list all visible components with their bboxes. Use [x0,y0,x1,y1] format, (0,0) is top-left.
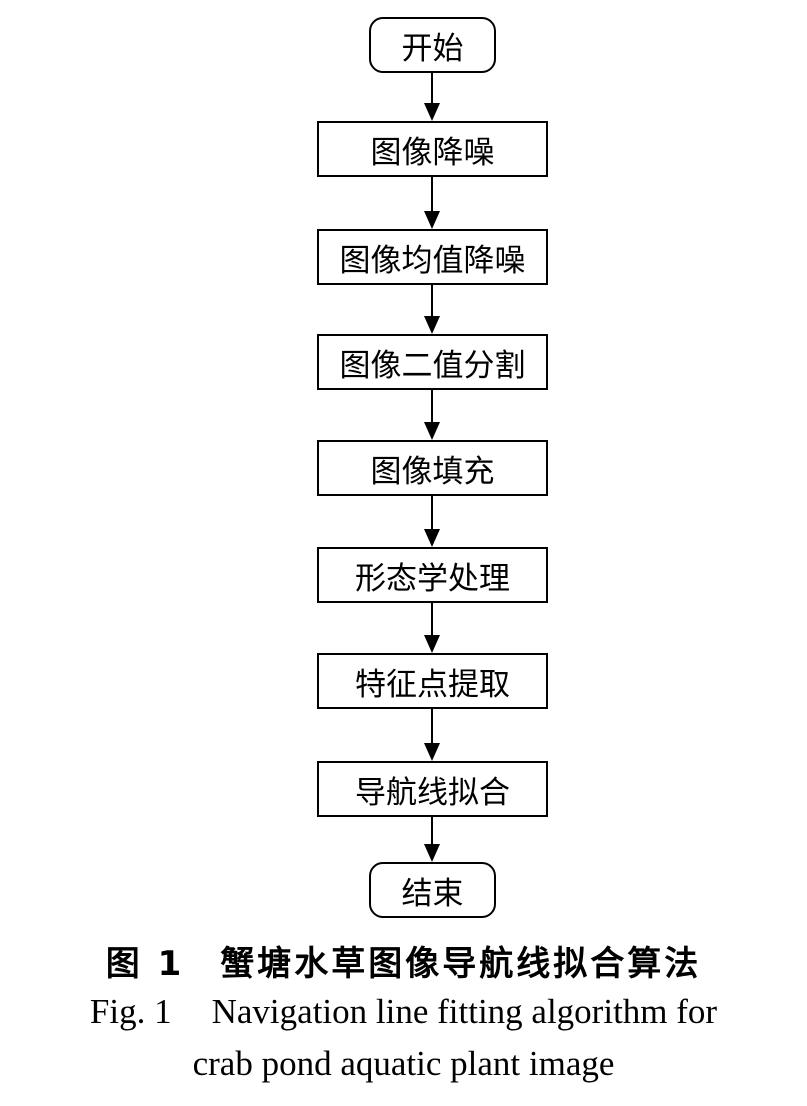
flow-node-image-fill: 图像填充 [317,440,548,496]
figure-title-en-line1: Navigation line fitting algorithm for [211,992,718,1031]
flow-arrowhead-step7-to-end [424,844,440,862]
figure-caption-chinese: 图 1 蟹塘水草图像导航线拟合算法 [0,936,807,985]
flow-arrow-start-to-step1 [431,73,433,105]
flow-arrow-step3-to-step4 [431,390,433,424]
flow-arrowhead-step3-to-step4 [424,422,440,440]
flow-arrow-step4-to-step5 [431,496,433,531]
flow-node-image-denoise: 图像降噪 [317,121,548,177]
figure-title-en-line2: crab pond aquatic plant image [192,1044,615,1083]
flow-arrowhead-step1-to-step2 [424,211,440,229]
flow-arrow-step1-to-step2 [431,177,433,213]
flow-arrow-step2-to-step3 [431,285,433,318]
flow-node-binary-segmentation: 图像二值分割 [317,334,548,390]
flow-arrowhead-start-to-step1 [424,103,440,121]
flow-arrowhead-step5-to-step6 [424,635,440,653]
flow-arrow-step5-to-step6 [431,603,433,637]
figure-caption-english-line1: Fig. 1 Navigation line fitting algorithm … [0,992,807,1032]
flowchart: 开始 图像降噪 图像均值降噪 图像二值分割 图像填充 形态学处理 特征点提取 导… [317,17,548,918]
flow-node-morphology: 形态学处理 [317,547,548,603]
figure-number-en: Fig. 1 [89,992,172,1031]
flow-node-feature-extraction: 特征点提取 [317,653,548,709]
flow-node-mean-denoise: 图像均值降噪 [317,229,548,285]
flow-arrow-step6-to-step7 [431,709,433,745]
flow-node-end: 结束 [369,862,496,918]
flow-arrow-step7-to-end [431,817,433,846]
flow-node-line-fitting: 导航线拟合 [317,761,548,817]
flow-arrowhead-step2-to-step3 [424,316,440,334]
flow-arrowhead-step4-to-step5 [424,529,440,547]
figure-title-cn: 蟹塘水草图像导航线拟合算法 [220,944,702,984]
flow-arrowhead-step6-to-step7 [424,743,440,761]
figure-caption-english-line2: crab pond aquatic plant image [0,1044,807,1084]
flow-node-start: 开始 [369,17,496,73]
figure-number-cn: 图 1 [105,944,185,984]
